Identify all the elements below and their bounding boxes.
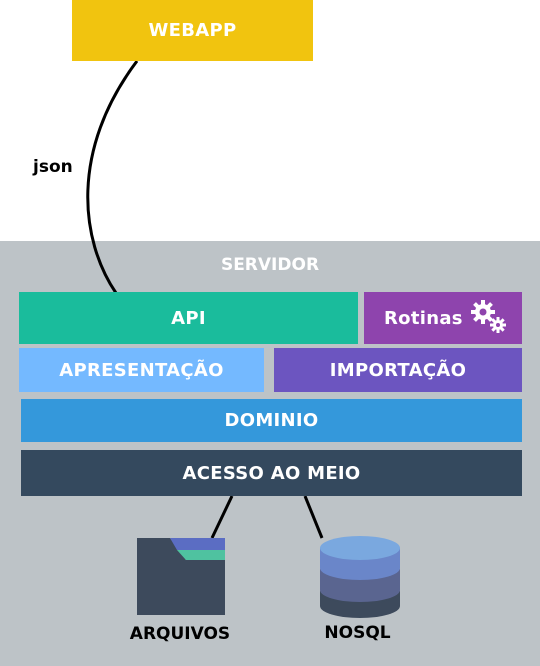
json-label: json bbox=[33, 157, 73, 177]
rotinas-box: Rotinas bbox=[364, 292, 522, 344]
apresentacao-label: APRESENTAÇÃO bbox=[59, 359, 224, 381]
nosql-connector-line bbox=[303, 495, 324, 539]
nosql-label: NOSQL bbox=[324, 623, 391, 643]
folder-icon bbox=[137, 538, 225, 615]
apresentacao-layer: APRESENTAÇÃO bbox=[19, 348, 264, 392]
importacao-label: IMPORTAÇÃO bbox=[329, 359, 467, 381]
dominio-layer: DOMINIO bbox=[21, 399, 522, 442]
importacao-layer: IMPORTAÇÃO bbox=[274, 348, 522, 392]
acesso-label: ACESSO AO MEIO bbox=[182, 462, 361, 484]
rotinas-label: Rotinas bbox=[384, 307, 463, 329]
json-connector-line bbox=[86, 60, 139, 294]
api-label: API bbox=[171, 307, 206, 329]
acesso-layer: ACESSO AO MEIO bbox=[21, 450, 522, 496]
api-layer: API bbox=[19, 292, 358, 344]
database-icon bbox=[320, 536, 400, 618]
arquivos-label: ARQUIVOS bbox=[129, 624, 231, 644]
gears-icon bbox=[469, 298, 509, 338]
webapp-box: WEBAPP bbox=[72, 0, 313, 61]
dominio-label: DOMINIO bbox=[224, 410, 319, 431]
server-label: SERVIDOR bbox=[220, 255, 320, 275]
webapp-label: WEBAPP bbox=[148, 20, 237, 41]
arquivos-connector-line bbox=[210, 495, 234, 539]
